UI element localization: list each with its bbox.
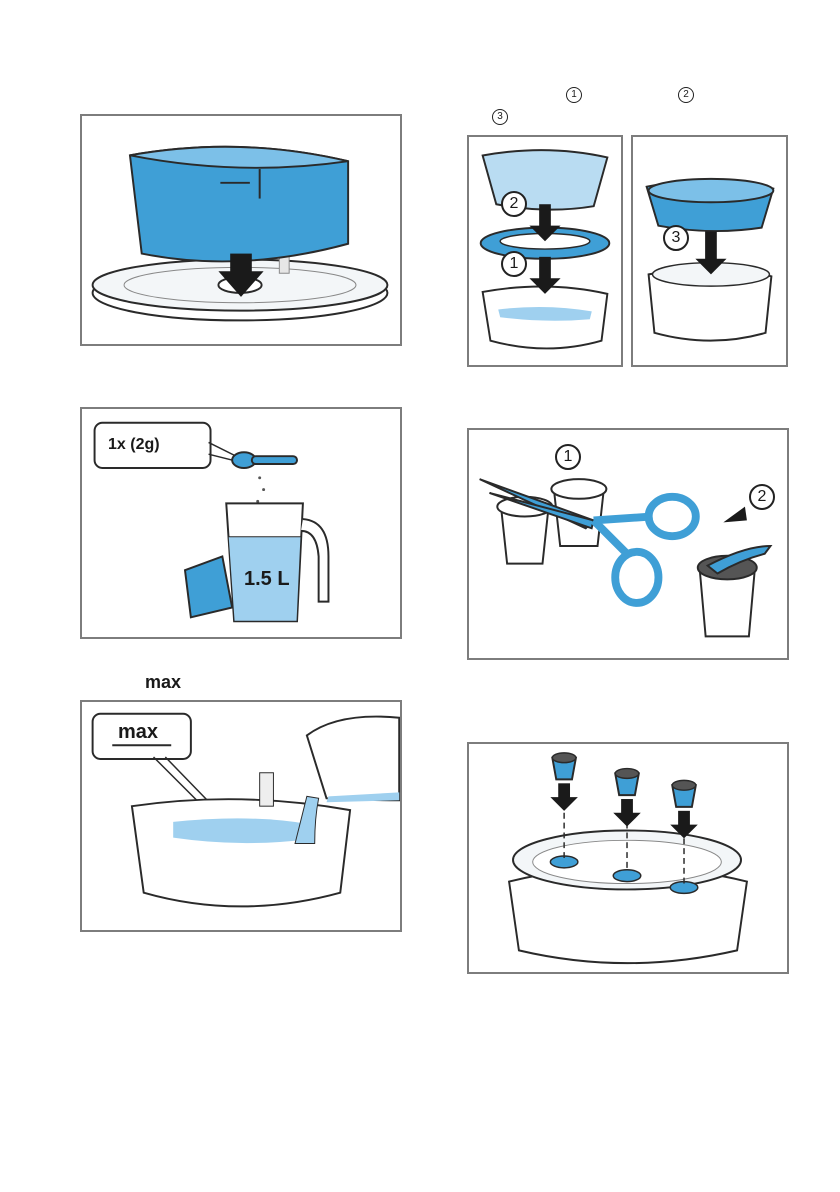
- panel-tank-on-base: [80, 114, 402, 346]
- instruction-markers-line1: 1 2: [566, 84, 694, 104]
- circled-marker-1: 1: [566, 87, 582, 103]
- assemble-number-1: 1: [501, 251, 527, 277]
- illustration-tank-on-base: [82, 116, 400, 344]
- panel-assemble-ring-lid: 2 1: [467, 135, 623, 367]
- panel-insert-pods: [467, 742, 789, 974]
- panel-sachet-jug: 1x (2g) 1.5 L: [80, 407, 402, 639]
- illustration-cut-pods: [469, 430, 787, 658]
- illustration-insert-pods: [469, 744, 787, 972]
- panel-assemble-insert: 3: [631, 135, 788, 367]
- cut-number-1: 1: [555, 444, 581, 470]
- panel-fill-max: max: [80, 700, 402, 932]
- volume-label: 1.5 L: [244, 569, 290, 589]
- cut-number-2: 2: [749, 484, 775, 510]
- max-instruction-text: max: [145, 672, 181, 692]
- panel-cut-pods: 1 2: [467, 428, 789, 660]
- circled-marker-3: 3: [492, 109, 508, 125]
- assemble-number-3: 3: [663, 225, 689, 251]
- assemble-number-2: 2: [501, 191, 527, 217]
- illustration-assemble-insert: [633, 137, 786, 365]
- instruction-markers-line2: 3: [492, 106, 508, 126]
- illustration-assemble-ring-lid: [469, 137, 621, 365]
- max-label: max: [118, 722, 158, 742]
- circled-marker-2: 2: [678, 87, 694, 103]
- dose-label: 1x (2g): [108, 435, 160, 455]
